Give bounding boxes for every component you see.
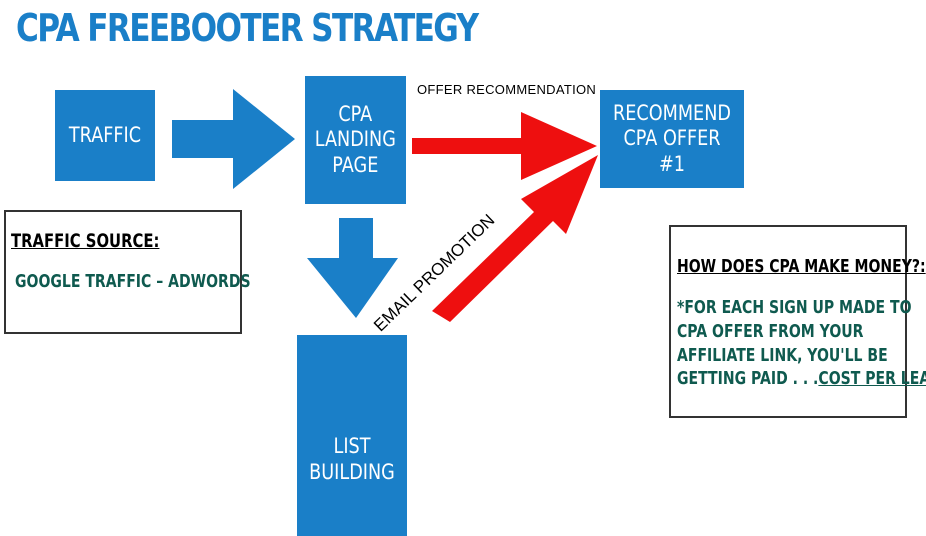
cpa-money-heading: HOW DOES CPA MAKE MONEY?:: [677, 256, 926, 277]
cpa-money-line-4: GETTING PAID . . .COST PER LEAD: [677, 368, 926, 389]
email-promotion-arrow: [432, 155, 598, 322]
cpa-money-panel: HOW DOES CPA MAKE MONEY?: *FOR EACH SIGN…: [669, 225, 926, 418]
cpa-money-line-3: AFFILIATE LINK, YOU'LL BE: [677, 345, 888, 366]
offer-recommendation-arrow: [412, 112, 597, 180]
list-building-box: LIST BUILDING: [297, 335, 407, 536]
traffic-to-landing-arrow: [172, 89, 295, 189]
traffic-source-value: GOOGLE TRAFFIC – ADWORDS: [15, 271, 251, 292]
cpa-money-line-2: CPA OFFER FROM YOUR: [677, 321, 864, 342]
cost-per-lead-emphasis: COST PER LEAD: [818, 368, 926, 389]
list-building-box-label: LIST BUILDING: [309, 434, 395, 484]
cpa-money-line-1: *FOR EACH SIGN UP MADE TO: [677, 297, 912, 318]
page-title: CPA FREEBOOTER STRATEGY: [16, 6, 479, 50]
traffic-box-label: TRAFFIC: [68, 122, 142, 147]
landing-to-list-arrow: [307, 218, 398, 318]
landing-page-box: CPA LANDING PAGE: [305, 76, 406, 204]
recommend-offer-box: RECOMMEND CPA OFFER #1: [600, 90, 744, 188]
cpa-money-line-4-prefix: GETTING PAID . . .: [677, 368, 819, 389]
traffic-box: TRAFFIC: [55, 90, 155, 181]
traffic-source-heading: TRAFFIC SOURCE:: [11, 230, 160, 252]
traffic-source-panel: TRAFFIC SOURCE: GOOGLE TRAFFIC – ADWORDS: [4, 210, 251, 334]
offer-recommendation-label: OFFER RECOMMENDATION: [417, 82, 597, 97]
recommend-offer-box-label: RECOMMEND CPA OFFER #1: [613, 101, 731, 176]
landing-page-box-label: CPA LANDING PAGE: [314, 102, 397, 177]
